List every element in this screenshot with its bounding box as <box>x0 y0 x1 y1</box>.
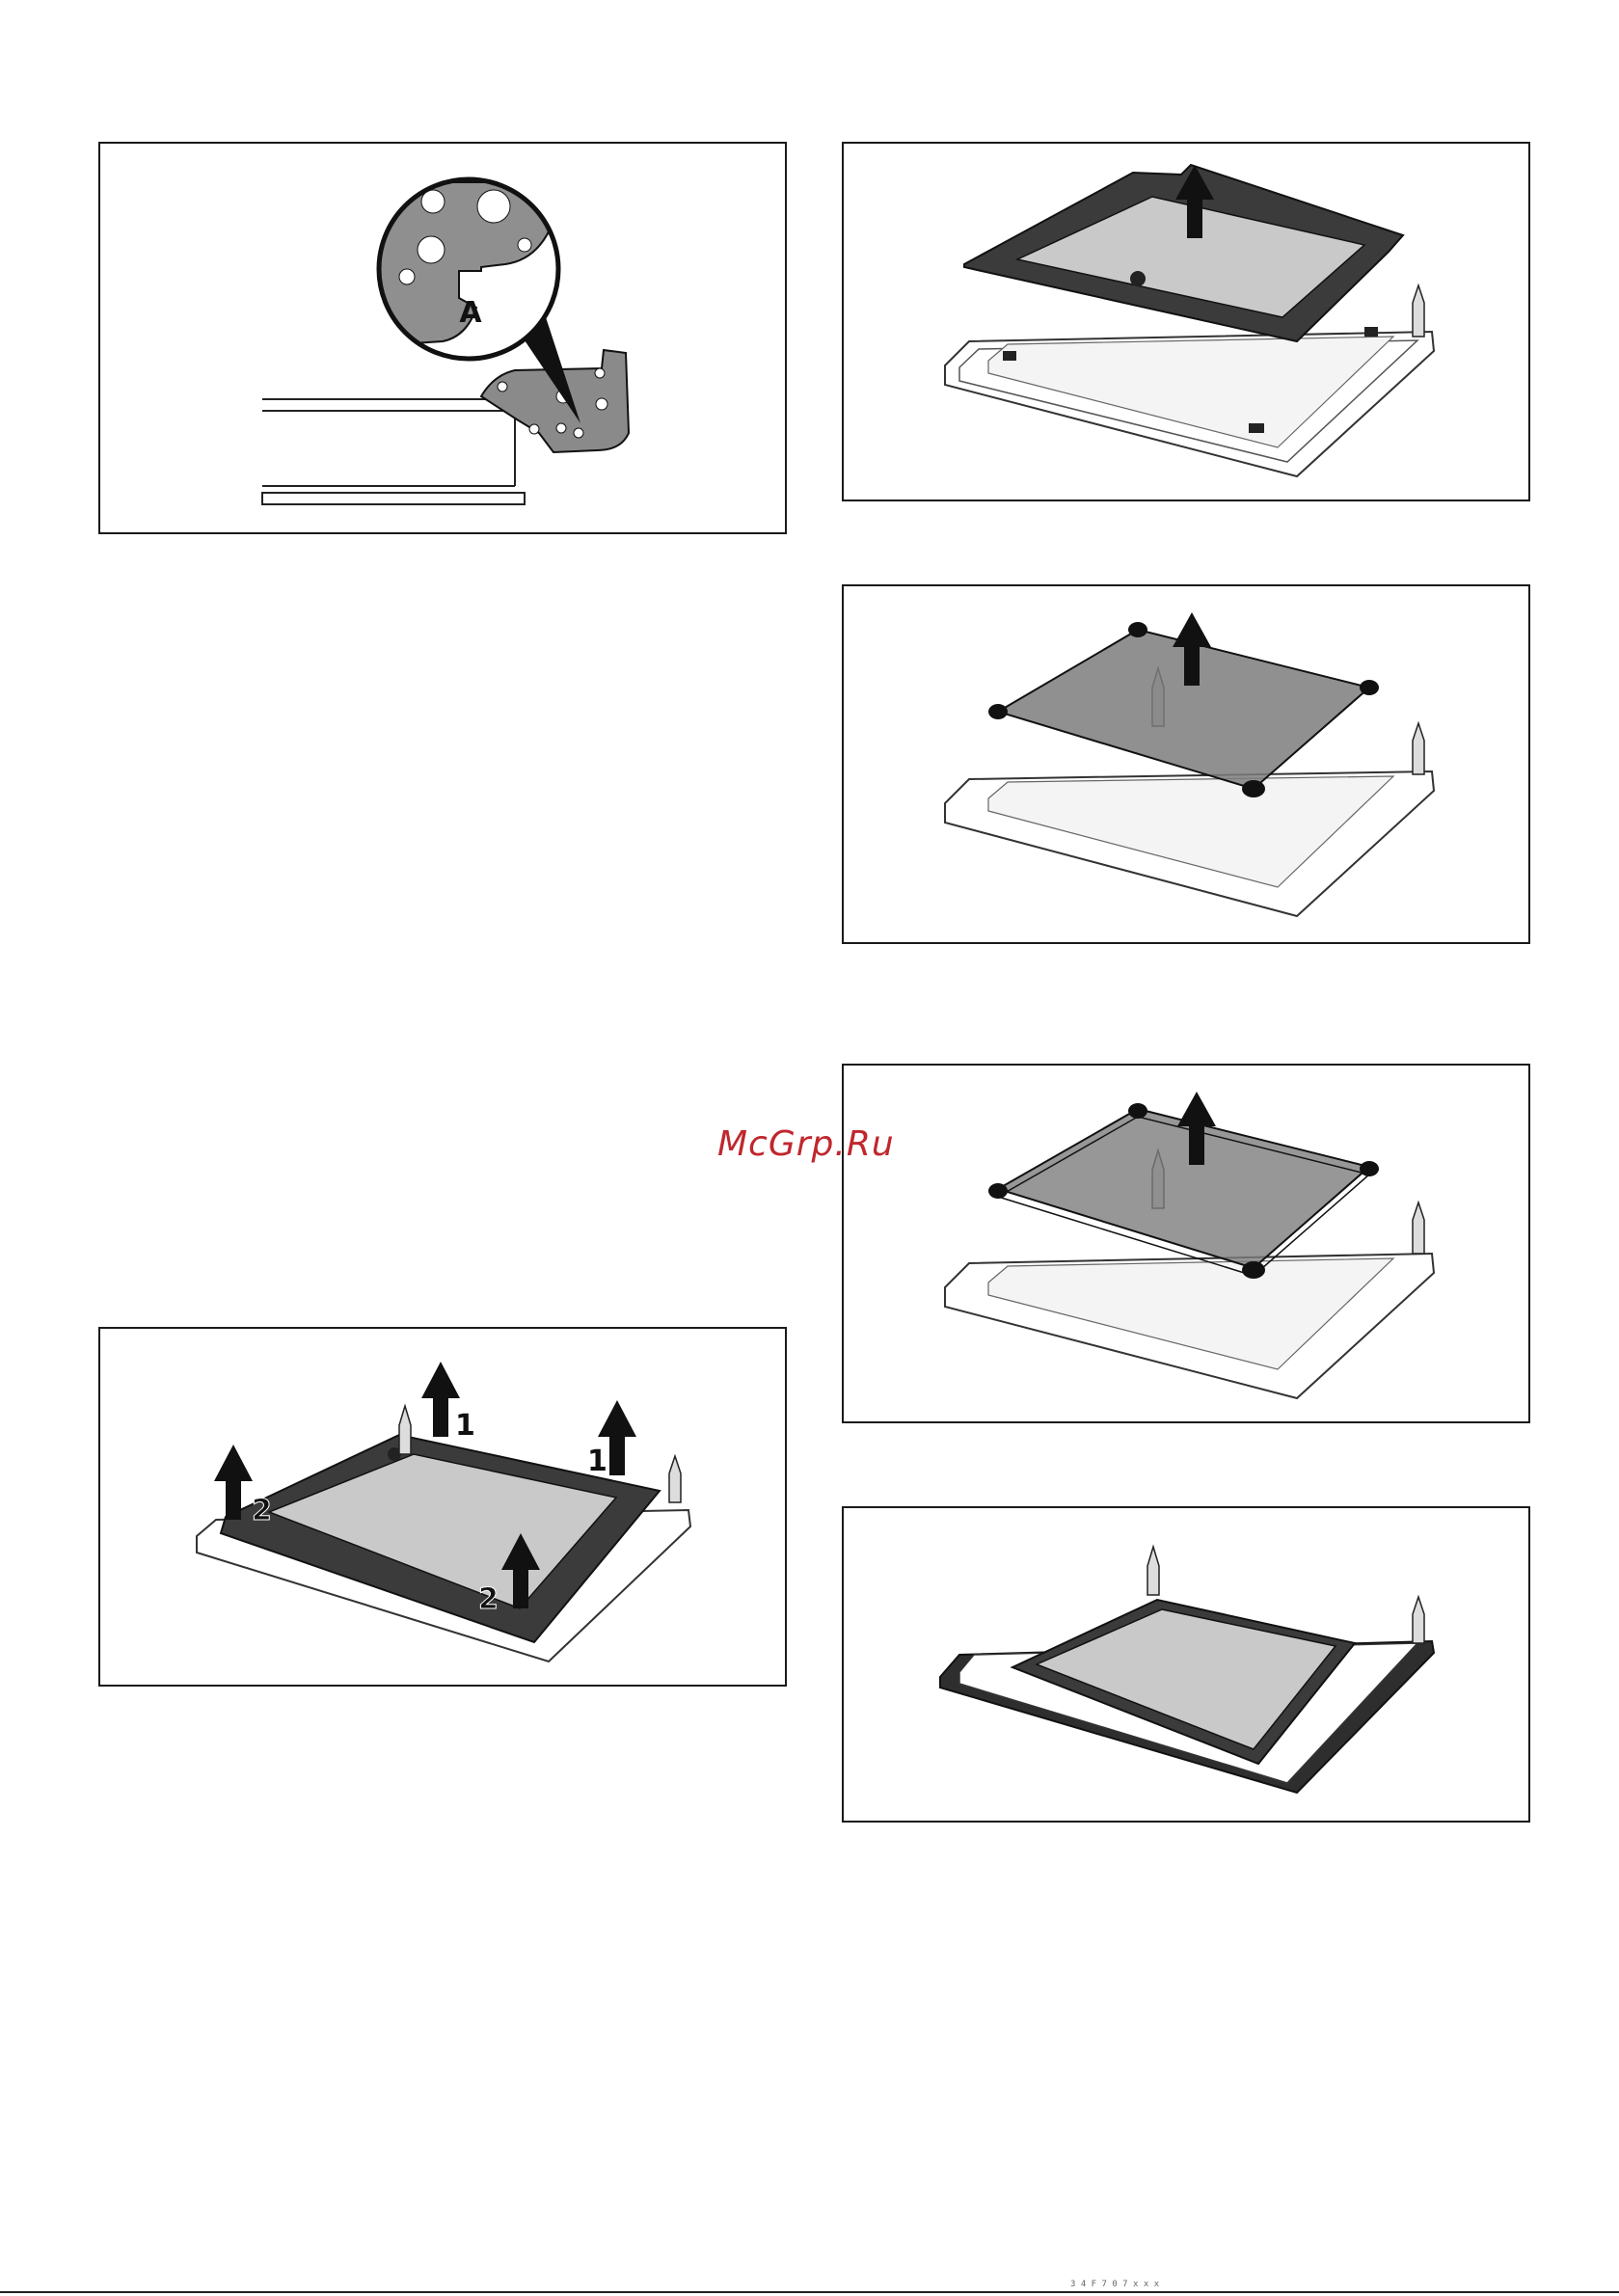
hinge-illustration: A <box>100 144 787 534</box>
figure-remove-second-glass <box>842 1064 1530 1423</box>
door-illustration <box>844 1508 1530 1823</box>
figure-door-reassembled <box>842 1506 1530 1823</box>
figure-lift-order: 1 1 2 2 <box>98 1327 787 1687</box>
frame-removal-illustration <box>844 144 1530 501</box>
arrow-label-2a: 2 <box>252 1494 272 1527</box>
arrow-label-1b: 1 <box>587 1445 607 1478</box>
watermark-text: McGrp.Ru <box>717 1124 895 1164</box>
lift-order-illustration: 1 1 2 2 <box>100 1329 787 1687</box>
figure-hinge-detail: A <box>98 142 787 534</box>
arrow-up-icon <box>421 1362 460 1437</box>
figure-remove-frame <box>842 142 1530 501</box>
figure-remove-inner-glass <box>842 584 1530 944</box>
arrow-label-1a: 1 <box>455 1409 475 1443</box>
callout-label-a: A <box>459 296 482 330</box>
magnifier-callout: A <box>361 177 560 361</box>
inner-glass-illustration <box>844 586 1530 944</box>
arrow-label-2b: 2 <box>478 1582 499 1616</box>
footer-rule <box>0 2291 1619 2293</box>
second-glass-illustration <box>844 1066 1530 1423</box>
footer-code: 3 4 F 7 0 7 x x x <box>1070 2280 1159 2289</box>
